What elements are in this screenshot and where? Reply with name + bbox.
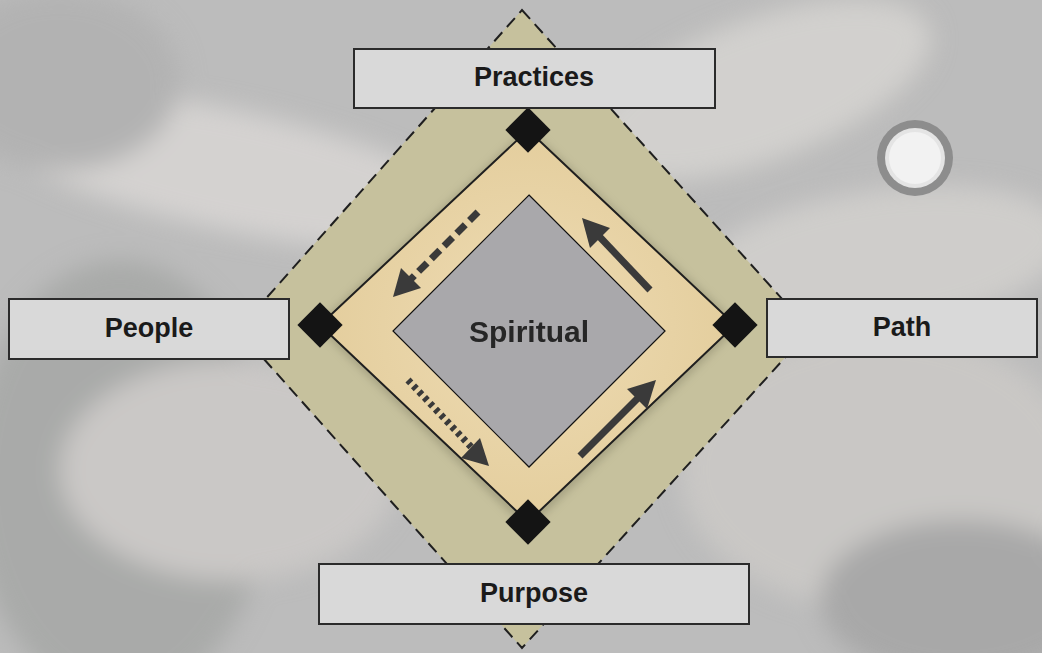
- label-box: People: [8, 298, 290, 360]
- node-label: People: [105, 314, 194, 344]
- label-box: Practices: [353, 48, 716, 109]
- center-diamond: Spiritual: [393, 195, 665, 467]
- node-label: Practices: [474, 63, 594, 93]
- label-box: Purpose: [318, 563, 750, 625]
- node-label: Path: [873, 313, 932, 343]
- label-box: Path: [766, 298, 1038, 358]
- node-label: Purpose: [480, 579, 588, 609]
- node-label: Spiritual: [469, 315, 589, 348]
